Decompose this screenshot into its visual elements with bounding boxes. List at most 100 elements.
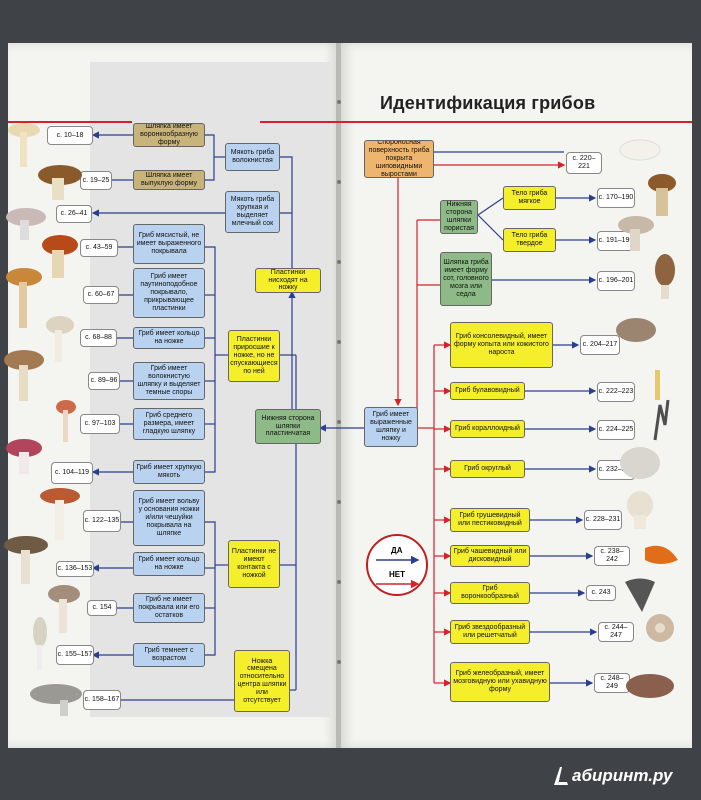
criterion-box: Гриб мясистый, не имеет выраженного покр… <box>133 224 205 264</box>
page-ref: с. 10–18 <box>47 126 93 145</box>
page-ref: с. 170–190 <box>597 188 635 208</box>
watermark-text: абиринт.ру <box>572 766 673 785</box>
criterion-box: Шляпка имеет выпуклую форму <box>133 170 205 190</box>
book-spine <box>336 43 341 748</box>
mushroom-icon <box>30 684 82 716</box>
mushroom-icon <box>8 123 40 167</box>
page-ref: с. 222–223 <box>597 382 635 402</box>
binding-hole <box>337 340 341 344</box>
mushroom-icon <box>627 491 653 529</box>
mushroom-icon <box>42 235 78 278</box>
criterion-box: Гриб имеет паутиноподобное покрывало, пр… <box>133 268 205 318</box>
binding-hole <box>337 580 341 584</box>
page-ref: с. 26–41 <box>56 205 92 223</box>
page-ref: с. 122–135 <box>83 510 121 532</box>
type-box: Гриб консолевидный, имеет форму копыта и… <box>450 322 553 368</box>
mushroom-icon <box>6 268 42 328</box>
mushroom-icon <box>46 316 74 362</box>
binding-hole <box>337 100 341 104</box>
criterion-box: Гриб имеет хрупкую мякоть <box>133 460 205 484</box>
mushroom-icon <box>4 536 48 584</box>
type-box: Гриб булавовидный <box>450 382 525 400</box>
type-box: Гриб звездообразный или решетчатый <box>450 620 530 644</box>
mushroom-icon <box>616 318 656 342</box>
mushroom-icon <box>56 400 76 442</box>
page-ref: с. 68–88 <box>80 329 117 347</box>
mushroom-icon <box>655 254 675 299</box>
mushroom-icon <box>48 585 80 633</box>
type-box: Гриб округлый <box>450 460 525 478</box>
page-ref: с. 19–25 <box>80 171 112 190</box>
node-porous: Нижняя сторона шляпки пористая <box>440 200 478 234</box>
node-honeycomb-cap: Шляпка гриба имеет форму сот, головного … <box>440 252 492 306</box>
mushroom-icon <box>626 674 674 698</box>
title-rule-right <box>260 121 692 123</box>
mushroom-icon <box>4 350 44 401</box>
node-hard-body: Тело гриба твердое <box>503 228 556 252</box>
node-soft-body: Тело гриба мягкое <box>503 186 556 210</box>
title-rule-left <box>8 121 132 123</box>
node-fibrous: Мякоть гриба волокнистая <box>225 143 280 171</box>
page-ref: с. 158–167 <box>83 690 121 710</box>
criterion-box: Гриб имеет вольву у основания ножки и/ил… <box>133 490 205 546</box>
mushroom-icon <box>40 488 80 540</box>
node-offset-stem: Ножка смещена относительно центра шляпки… <box>234 650 290 712</box>
criterion-box: Гриб имеет волокнистую шляпку и выделяет… <box>133 362 205 400</box>
criterion-box: Шляпка имеет воронкообразную форму <box>133 123 205 147</box>
type-box: Гриб воронкообразный <box>450 582 530 604</box>
mushroom-icon <box>645 545 678 564</box>
type-box: Гриб чашевидный или дисковидный <box>450 545 530 567</box>
type-box: Гриб желеобразный, имеет мозговидную или… <box>450 662 550 702</box>
node-brittle-milk: Мякоть гриба хрупкая и выделяет млечный … <box>225 191 280 233</box>
node-free-gills: Пластинки не имеют контакта с ножкой <box>228 540 280 588</box>
page-ref: с. 89–96 <box>88 372 120 390</box>
page-ref: с. 97–103 <box>80 414 120 434</box>
mushroom-icon <box>648 174 676 216</box>
mushroom-icon <box>653 399 670 441</box>
mushroom-icon <box>6 208 46 240</box>
mushroom-icon <box>6 439 42 474</box>
binding-hole <box>337 660 341 664</box>
page-ref: с. 136–153 <box>56 561 94 577</box>
page-ref: с. 43–59 <box>80 239 118 257</box>
mushroom-icon <box>646 614 674 642</box>
legend-yes-label: ДА <box>391 546 403 555</box>
page-ref: с. 155–157 <box>56 645 94 665</box>
node-spiny-surface: Спороносная поверхность гриба покрыта ши… <box>364 140 434 178</box>
criterion-box: Гриб имеет кольцо на ножке <box>133 327 205 349</box>
node-cap-and-stem: Гриб имеет выраженные шляпку и ножку <box>364 407 418 447</box>
criterion-box: Гриб среднего размера, имеет гладкую шля… <box>133 408 205 440</box>
mushroom-icon <box>619 139 661 161</box>
binding-hole <box>337 500 341 504</box>
page-ref: с. 243 <box>586 585 616 601</box>
binding-hole <box>337 180 341 184</box>
type-box: Гриб грушевидный или пестиковидный <box>450 508 530 532</box>
mushroom-icon <box>625 578 655 612</box>
node-lamellar: Нижняя сторона шляпки пластинчатая <box>255 409 321 444</box>
page-ref: с. 244–247 <box>598 622 634 642</box>
mushroom-icon <box>618 216 654 251</box>
labirint-logo-icon <box>554 767 568 785</box>
page-ref: с. 104–119 <box>51 462 93 484</box>
mushroom-icon <box>655 370 660 400</box>
node-descending-gills: Пластинки нисходят на ножку <box>255 268 321 293</box>
page-title: Идентификация грибов <box>380 93 596 113</box>
criterion-box: Гриб не имеет покрывала или его остатков <box>133 593 205 623</box>
page-ref: с. 154 <box>87 600 117 616</box>
legend-no-label: НЕТ <box>389 570 405 579</box>
page-ref: с. 60–67 <box>83 286 119 304</box>
mushroom-icon <box>33 617 47 670</box>
page-ref: с. 224–225 <box>597 420 635 440</box>
page-ref: с. 204–217 <box>580 335 620 355</box>
page-ref: с. 220–221 <box>566 152 602 174</box>
binding-hole <box>337 260 341 264</box>
mushroom-icon <box>620 447 660 479</box>
type-box: Гриб кораллоидный <box>450 420 525 438</box>
node-adnate-gills: Пластинки приросшие к ножке, но не спуск… <box>228 330 280 382</box>
binding-hole <box>337 420 341 424</box>
criterion-box: Гриб темнеет с возрастом <box>133 643 205 667</box>
page-ref: с. 228–231 <box>584 510 622 530</box>
